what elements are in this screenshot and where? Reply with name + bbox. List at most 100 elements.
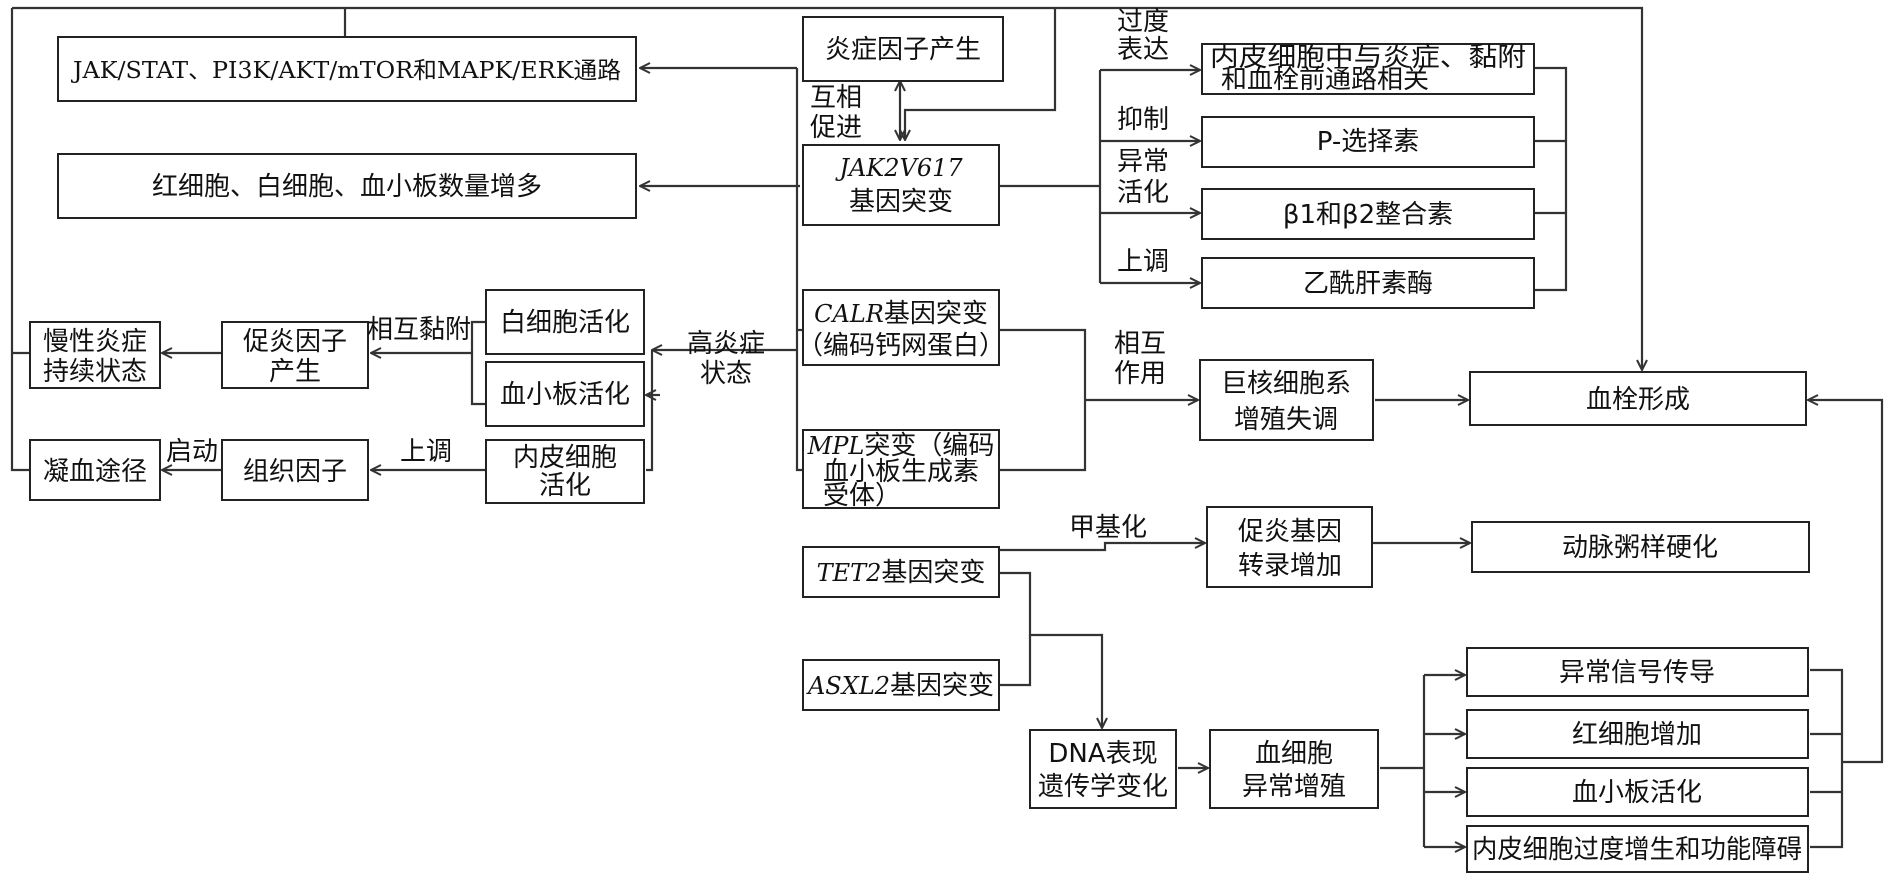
megakaryocyte-text-2: 增殖失调 [1234, 405, 1338, 435]
jak2-box [802, 144, 1000, 226]
rbc-inc-box [1466, 709, 1809, 759]
calr-line-1: CALR基因突变 [814, 299, 988, 329]
athero-text: 动脉粥样硬化 [1562, 533, 1718, 563]
tet2-box [802, 546, 1000, 598]
edge-labels: 互相 促进 过度 表达 抑制 异常 活化 上调 相互 作用 高炎症 状态 相互黏… [166, 7, 1169, 543]
abnormal-act-label-2: 活化 [1117, 178, 1169, 208]
adhesion-bracket [470, 320, 486, 406]
endo-act-text-2: 活化 [539, 471, 591, 501]
interact-label-1: 相互 [1114, 329, 1166, 359]
dna-text-2: 遗传学变化 [1038, 772, 1168, 802]
asxl2-line: ASXL2基因突变 [806, 671, 994, 701]
coag-text: 凝血途径 [43, 457, 147, 487]
integrin-box [1201, 188, 1535, 240]
endo-pathways-text-1: 内皮细胞中与炎症、黏附 [1210, 43, 1526, 73]
calr-gene-name: CALR [814, 300, 884, 328]
asxl2-link [1000, 635, 1032, 687]
athero-box [1471, 521, 1810, 573]
calr-line-2: （编码钙网蛋白） [797, 331, 1005, 361]
jak2-text-2: 基因突变 [849, 187, 953, 217]
pro-gene-text-1: 促炎基因 [1238, 517, 1342, 547]
wbc-act-box [485, 289, 645, 355]
mpl-rest: 突变（编码 [864, 431, 994, 461]
endo-hyper-box [1466, 825, 1809, 873]
inflam-factor-text: 炎症因子产生 [825, 35, 981, 65]
plt-act2-text: 血小板活化 [1572, 778, 1702, 808]
endo-act-text-1: 内皮细胞 [513, 443, 617, 473]
endo-pathways-text-2: 和血栓前通路相关 [1221, 65, 1429, 95]
abn-signal-text: 异常信号传导 [1559, 658, 1715, 688]
right-bracket [1535, 66, 1568, 292]
pselectin-box [1201, 116, 1535, 168]
mutation-trunk [795, 68, 803, 472]
megakaryocyte-text-1: 巨核细胞系 [1221, 369, 1351, 399]
tet2-rest: 基因突变 [881, 558, 985, 588]
pathways-box [57, 36, 637, 102]
overexpress-label-2: 表达 [1117, 35, 1169, 65]
high-inflam-label-2: 状态 [700, 359, 752, 389]
calr-rest: 基因突变 [884, 299, 988, 329]
tissue-factor-box [221, 439, 369, 501]
mpl-line-3: 受体） [823, 481, 901, 511]
chronic-text-2: 持续状态 [43, 357, 147, 387]
pro-gene-text-2: 转录增加 [1238, 551, 1342, 581]
initiate-label: 启动 [166, 437, 218, 467]
mpl-line-1: MPL突变（编码 [807, 431, 995, 461]
adhesion-label: 相互黏附 [367, 315, 471, 345]
abnormal-act-label-1: 异常 [1117, 147, 1169, 177]
plt-act-text: 血小板活化 [500, 380, 630, 410]
interact-label-2: 作用 [1114, 359, 1166, 389]
pselectin-text: P-选择素 [1317, 127, 1420, 157]
blood-cell-text-1: 血细胞 [1255, 739, 1333, 769]
tissue-factor-text: 组织因子 [243, 457, 347, 487]
thrombosis-box [1469, 371, 1807, 426]
dna-box [1029, 729, 1177, 809]
mpl-line-2: 血小板生成素 [823, 457, 979, 487]
pro-inflam-box [221, 321, 369, 389]
tet2-line: TET2基因突变 [817, 558, 986, 588]
thrombosis-text: 血栓形成 [1586, 385, 1690, 415]
endo-pathways-box [1201, 43, 1535, 95]
dna-text-1: DNA表现 [1048, 739, 1157, 769]
heparanase-text: 乙酰肝素酶 [1303, 269, 1433, 299]
rbc-wbc-plt-box [57, 153, 637, 219]
node-texts: JAK/STAT、PI3K/AKT/mTOR和MAPK/ERK通路 炎症因子产生… [43, 35, 1802, 865]
plt-act-box [485, 361, 645, 427]
asxl2-rest: 基因突变 [890, 671, 994, 701]
megakaryocyte-box [1199, 359, 1374, 441]
mutual-promote-label-1: 互相 [810, 83, 862, 113]
endo-hyper-text: 内皮细胞过度增生和功能障碍 [1472, 835, 1802, 865]
chronic-box [29, 321, 161, 389]
to-endo-act-line [646, 395, 654, 472]
left-vertical-line [10, 8, 30, 472]
integrin-text: β1和β2整合素 [1283, 200, 1453, 230]
effects-to-thrombosis [1808, 400, 1884, 764]
mpl-gene-name: MPL [807, 432, 865, 460]
mpl-box [802, 429, 1000, 509]
top-feedback-line [12, 6, 1642, 370]
high-inflam-label-1: 高炎症 [687, 329, 765, 359]
blood-cell-text-2: 异常增殖 [1242, 772, 1346, 802]
tet2-gene-name: TET2 [817, 559, 882, 587]
methylation-line [1000, 543, 1205, 552]
coag-box [29, 439, 161, 501]
calr-box [802, 289, 1000, 366]
upregulate2-label: 上调 [400, 437, 452, 467]
pro-gene-box [1206, 506, 1373, 588]
effects-bracket [1810, 668, 1844, 849]
connectors [10, 6, 1884, 849]
inhibit-label: 抑制 [1117, 105, 1169, 135]
inflam-factor-box [802, 16, 1004, 82]
asxl2-box [802, 659, 1000, 711]
chronic-text-1: 慢性炎症 [43, 327, 147, 357]
jak2-text-1: JAK2V617 [834, 154, 963, 182]
abn-signal-box [1466, 647, 1809, 697]
endo-act-box [485, 439, 645, 504]
wbc-act-text: 白细胞活化 [500, 308, 630, 338]
heparanase-box [1201, 257, 1535, 309]
methylation-label: 甲基化 [1069, 513, 1147, 543]
rbc-wbc-plt-text: 红细胞、白细胞、血小板数量增多 [152, 172, 542, 202]
pro-inflam-text-1: 促炎因子 [243, 327, 347, 357]
upregulate-label: 上调 [1117, 247, 1169, 277]
